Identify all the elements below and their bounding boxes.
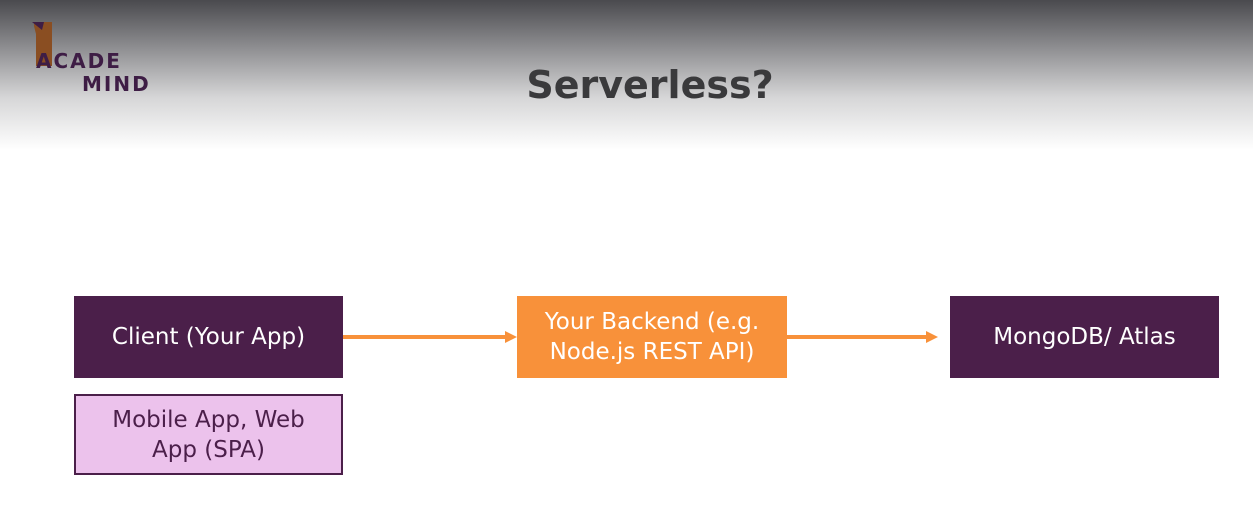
academind-logo: ACADE MIND — [18, 18, 158, 98]
logo-text-line-1: ACADE — [36, 49, 122, 73]
logo-text-line-2: MIND — [82, 72, 151, 96]
arrow-backend-to-database — [787, 331, 938, 343]
backend-node: Your Backend (e.g. Node.js REST API) — [517, 296, 787, 378]
page-title: Serverless? — [526, 63, 774, 107]
logo-mark-icon — [32, 22, 52, 66]
client-note: Mobile App, Web App (SPA) — [74, 394, 343, 475]
arrow-client-to-backend — [343, 331, 517, 343]
database-node: MongoDB/ Atlas — [950, 296, 1219, 378]
header-band — [0, 0, 1253, 150]
client-node: Client (Your App) — [74, 296, 343, 378]
